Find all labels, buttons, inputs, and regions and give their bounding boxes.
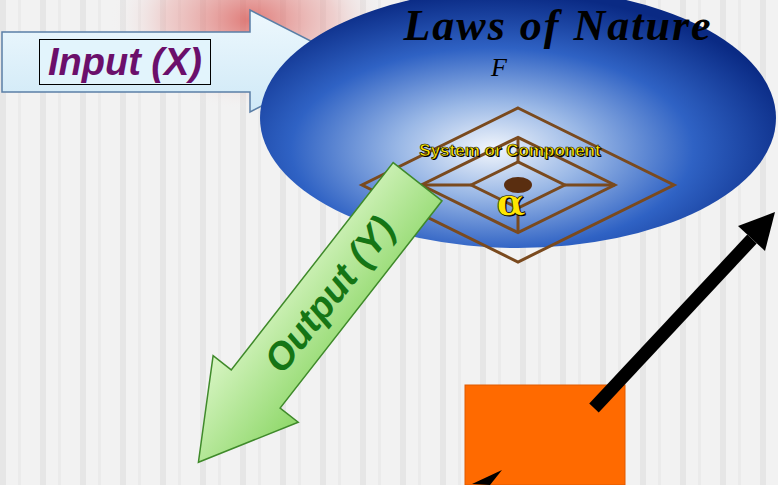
laws-ellipse: Laws of NatureF System or Component α xyxy=(258,0,778,250)
diamond-spoke xyxy=(565,184,615,187)
diamond-spoke xyxy=(421,184,471,187)
node-sublabel: α xyxy=(496,179,525,224)
black-arrow-head xyxy=(738,212,775,251)
text-holder: Input (X) xyxy=(37,39,213,85)
node-label: System or Component xyxy=(419,141,600,161)
node-sublabel: F xyxy=(491,53,507,83)
text-holder: F xyxy=(489,53,509,83)
text-holder: α xyxy=(495,179,528,224)
black-arrow-shaft xyxy=(594,239,752,408)
text-holder: Laws of Nature xyxy=(402,2,715,50)
text-holder: System or Component xyxy=(418,141,603,161)
black-arrow-head-small xyxy=(472,470,502,485)
node-label: Laws of Nature xyxy=(403,2,712,50)
arrow-outline xyxy=(156,148,460,485)
node-label: Input (X) xyxy=(39,39,211,85)
ellipse-fill xyxy=(260,0,776,248)
